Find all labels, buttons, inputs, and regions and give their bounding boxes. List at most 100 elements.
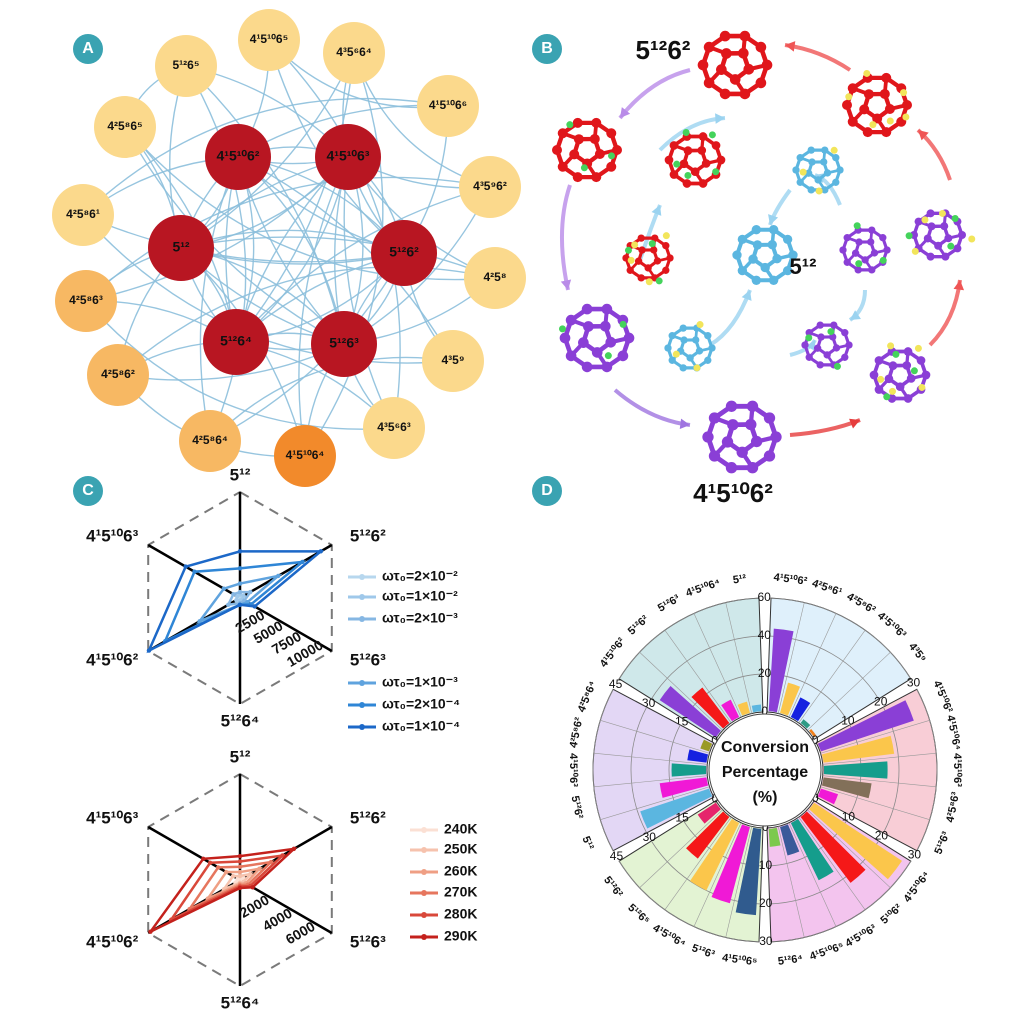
cage-atom (697, 146, 707, 155)
transition-arrow-head (679, 418, 690, 430)
cage-atom (884, 374, 894, 384)
radar-axis-label: 5¹²6² (350, 808, 386, 827)
cage-atom (854, 266, 862, 274)
network-edge (180, 236, 496, 279)
polar-grid-spoke (820, 719, 930, 754)
polar-category-label: 4²5⁸6² (568, 716, 586, 749)
cage-atom (923, 234, 932, 243)
guest-molecule (604, 352, 612, 360)
radar-axis-label: 5¹²6⁴ (221, 993, 260, 1012)
radar-point (237, 853, 243, 859)
radar-point (237, 864, 243, 869)
radar-point (201, 856, 206, 861)
polar-category-label: 5¹² (579, 835, 595, 852)
guest-molecule (918, 383, 926, 391)
radar-point (237, 873, 243, 879)
guest-molecule (863, 69, 871, 77)
radar-point (221, 586, 227, 591)
polar-tick-label: 30 (643, 830, 657, 844)
leaf-node-label: 4¹5¹⁰6⁶ (429, 98, 467, 112)
radar-point (237, 589, 243, 595)
transition-arrow-head (849, 418, 860, 429)
cage-atom (557, 128, 568, 139)
legend-marker (421, 869, 427, 875)
polar-tick-label: 60 (757, 590, 771, 604)
leaf-node-label: 4¹5¹⁰6⁵ (250, 32, 288, 46)
cage-atom (601, 361, 613, 373)
cage-atom (903, 347, 913, 356)
leaf-node (55, 270, 117, 332)
guest-molecule (672, 350, 680, 358)
cage-atom (662, 266, 670, 274)
hub-node-label: 5¹²6⁴ (220, 333, 252, 349)
network-edge (199, 156, 239, 442)
cage-atom (847, 116, 858, 127)
blue-cage (732, 225, 798, 285)
cage-atom (683, 146, 693, 155)
cage-atom (594, 148, 605, 159)
red-cage (842, 72, 912, 138)
polar-grid-spoke (807, 652, 891, 731)
legend-entry: ωτ₀=1×10⁻⁴ (382, 718, 460, 734)
polar-grid-spoke (822, 752, 937, 765)
network-edge (235, 186, 491, 343)
cage-atom (807, 186, 815, 194)
cage-atom (874, 385, 884, 394)
cage-atom (746, 400, 759, 412)
legend-marker (359, 594, 365, 600)
cage-atom (895, 382, 905, 392)
leaf-node-label: 4²5⁸6³ (69, 293, 103, 307)
polar-bar (721, 699, 740, 722)
polar-tick-label: 0 (812, 791, 819, 805)
polar-category-label: 4¹5¹⁰6⁴ (651, 922, 688, 950)
cage-atom (869, 370, 879, 380)
polar-grid-spoke (798, 629, 866, 724)
polar-bar (671, 763, 707, 777)
guest-molecule (655, 277, 663, 285)
legend-entry: 270K (444, 884, 477, 900)
transition-arrow (618, 68, 691, 120)
polar-tick-label: 10 (841, 714, 855, 728)
cage-atom (813, 344, 822, 352)
guest-molecule (905, 232, 913, 240)
cage-atom (755, 41, 767, 53)
polar-tick-label: 0 (711, 733, 718, 747)
cage-atom (702, 431, 714, 443)
polar-category-label: 5¹²6³ (932, 830, 952, 856)
polar-bar (659, 777, 709, 798)
radar-panel: 5¹²5¹²6²5¹²6³5¹²6⁴4¹5¹⁰6²4¹5¹⁰6³25005000… (86, 465, 477, 1012)
guest-molecule (902, 113, 910, 121)
purple-cage (559, 303, 635, 373)
cage-atom (719, 30, 731, 42)
polar-category-label: 4¹5¹⁰6⁴ (684, 577, 722, 600)
cage-atom (801, 341, 809, 349)
cage-atom (698, 132, 708, 141)
radar-point (207, 860, 213, 865)
cage-atom (751, 275, 762, 285)
cage-atom (703, 77, 715, 89)
cage-atom (572, 117, 583, 128)
cage-atom (637, 274, 645, 282)
cage-atom (902, 100, 912, 110)
polar-category-label: 5¹²6² (569, 795, 585, 820)
radar-axis-label: 4¹5¹⁰6² (86, 932, 139, 951)
cage-atom (772, 254, 782, 264)
radar-point (250, 885, 255, 890)
cage-atom (841, 353, 849, 361)
purple-cage (801, 321, 853, 369)
cage-atom (581, 303, 593, 315)
cage-atom (859, 104, 870, 115)
guest-molecule (648, 240, 656, 248)
center-title-line: Percentage (722, 764, 808, 781)
cage-atom (916, 356, 926, 365)
polar-tick-label: 0 (712, 791, 719, 805)
polar-category-label: 5¹²6⁵ (625, 902, 652, 927)
guest-molecule (968, 235, 976, 243)
polar-bar (800, 719, 811, 729)
guest-molecule (662, 232, 670, 240)
cage-atom (843, 258, 851, 266)
cage-atom (695, 347, 704, 355)
radar-point (237, 869, 243, 875)
guest-molecule (911, 247, 919, 255)
polar-bar (687, 749, 709, 763)
